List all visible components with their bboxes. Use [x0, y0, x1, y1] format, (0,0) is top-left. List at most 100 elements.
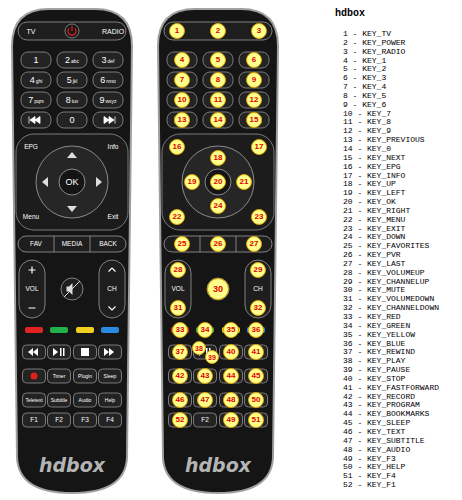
callout-number: 20 [214, 178, 223, 186]
remote-button: Info [106, 143, 121, 152]
button-label: Subtitle [51, 398, 68, 403]
button-label: 2 [65, 56, 70, 65]
key-mapping: 37 - KEY_REWIND [343, 348, 439, 357]
button-label: CH [107, 286, 116, 293]
callout-number: 21 [240, 178, 249, 186]
callout-circle: 18 [210, 150, 226, 166]
callout-circle: 27 [246, 236, 262, 252]
callout-circle: 10 [174, 92, 190, 108]
callout-circle: 22 [169, 209, 185, 225]
remote-button: 9wxyz [97, 95, 118, 106]
callout-circle: 15 [246, 112, 262, 128]
callout-number: 27 [250, 240, 259, 248]
callout-circle: 46 [172, 392, 188, 408]
callout-circle: 23 [251, 209, 267, 225]
remote-button: Timer [51, 373, 68, 380]
callout-circle: 14 [210, 112, 226, 128]
remote-button: 3def [100, 55, 117, 66]
remote-button: RADIO [100, 27, 126, 36]
button-label: F4 [106, 417, 114, 424]
key-mapping: 44 - KEY_BOOKMARKS [343, 410, 439, 419]
key-mapping: 4 - KEY_1 [343, 57, 439, 66]
callout-circle: 45 [248, 368, 264, 384]
callout-number: 41 [252, 348, 261, 356]
remote-button: F2 [53, 416, 65, 425]
callout-circle: 50 [248, 392, 264, 408]
callout-number: 22 [173, 213, 182, 221]
remote-button: Teletext [23, 397, 44, 404]
button-label: VOL [171, 286, 184, 293]
remote-button: F1 [28, 416, 40, 425]
remote-control: hdboxTVRADIO12abc3def4ghi5jkl6mno7pqrs8t… [9, 6, 135, 496]
callout-circle: 19 [184, 174, 200, 190]
callout-number: 3 [257, 27, 261, 35]
callout-circle: 6 [246, 52, 262, 68]
callout-circle: 7 [174, 72, 190, 88]
key-mapping: 8 - KEY_5 [343, 92, 439, 101]
key-mapping: 35 - KEY_YELLOW [343, 331, 439, 340]
remote-button: OK [63, 177, 80, 188]
logo-holder: hdbox [155, 454, 281, 476]
callout-circle: 41 [248, 344, 264, 360]
button-label: FAV [30, 241, 42, 248]
callout-number: 34 [201, 326, 210, 334]
remote-button: Subtitle [49, 397, 70, 404]
remote-button: CH [105, 285, 118, 294]
callout-circle: 2 [210, 23, 226, 39]
callout-number: 7 [180, 76, 184, 84]
remote-button: 8tuv [64, 95, 81, 106]
button-label: wxyz [105, 99, 116, 104]
key-mapping: 11 - KEY_8 [343, 118, 439, 127]
remote-button: TV [25, 27, 38, 36]
remote-button: Menu [21, 213, 41, 222]
key-mapping: 47 - KEY_SUBTITLE [343, 437, 439, 446]
button-label: pqrs [34, 99, 44, 104]
key-mapping: 51 - KEY_F4 [343, 472, 439, 481]
remote-drawing [158, 9, 278, 493]
key-mapping: 17 - KEY_INFO [343, 172, 439, 181]
remote-button: FAV [28, 240, 44, 249]
remote-button: Audio [77, 397, 94, 404]
callout-number: 37 [176, 348, 185, 356]
title-holder: hdbox [335, 8, 365, 19]
key-mapping: 48 - KEY_AUDIO [343, 446, 439, 455]
button-label: Help [105, 398, 115, 403]
callout-circle: 51 [248, 412, 264, 428]
button-label: 9 [99, 96, 104, 105]
key-mapping: 13 - KEY_PREVIOUS [343, 136, 439, 145]
callout-circle: 1 [169, 23, 185, 39]
key-mapping: 20 - KEY_OK [343, 198, 439, 207]
callout-number: 16 [173, 143, 182, 151]
button-label: 5 [67, 76, 72, 85]
callout-number: 32 [254, 304, 263, 312]
callout-circle: 38 [192, 341, 206, 355]
callout-circle: 3 [251, 23, 267, 39]
key-mapping: 10 - KEY_7 [343, 110, 439, 119]
callout-circle: 21 [236, 174, 252, 190]
button-label: Audio [79, 398, 92, 403]
key-mapping: 49 - KEY_F3 [343, 455, 439, 464]
callout-circle: 35 [223, 322, 239, 338]
key-mapping: 3 - KEY_RADIO [343, 48, 439, 57]
callout-number: 46 [176, 396, 185, 404]
button-label: 6 [100, 76, 105, 85]
key-mapping: 21 - KEY_RIGHT [343, 207, 439, 216]
callout-circle: 9 [246, 72, 262, 88]
key-mapping: 33 - KEY_RED [343, 313, 439, 322]
remote-button: Plugin [76, 373, 94, 380]
callout-number: 9 [252, 76, 256, 84]
button-label: TV [27, 28, 36, 35]
key-mapping: 31 - KEY_VOLUMEDOWN [343, 295, 439, 304]
button-label: Menu [23, 214, 39, 221]
callout-circle: 48 [223, 392, 239, 408]
key-mapping: 5 - KEY_2 [343, 65, 439, 74]
remote-button: VOL [23, 285, 40, 294]
button-label: F3 [81, 417, 89, 424]
callout-circle: 4 [174, 52, 190, 68]
callout-number: 1 [175, 27, 179, 35]
callout-circle: 29 [250, 262, 266, 278]
callout-circle: 31 [170, 300, 186, 316]
logo-holder: hdbox [9, 454, 135, 476]
remote-button: MEDIA [60, 240, 85, 249]
button-label: RADIO [102, 28, 124, 35]
